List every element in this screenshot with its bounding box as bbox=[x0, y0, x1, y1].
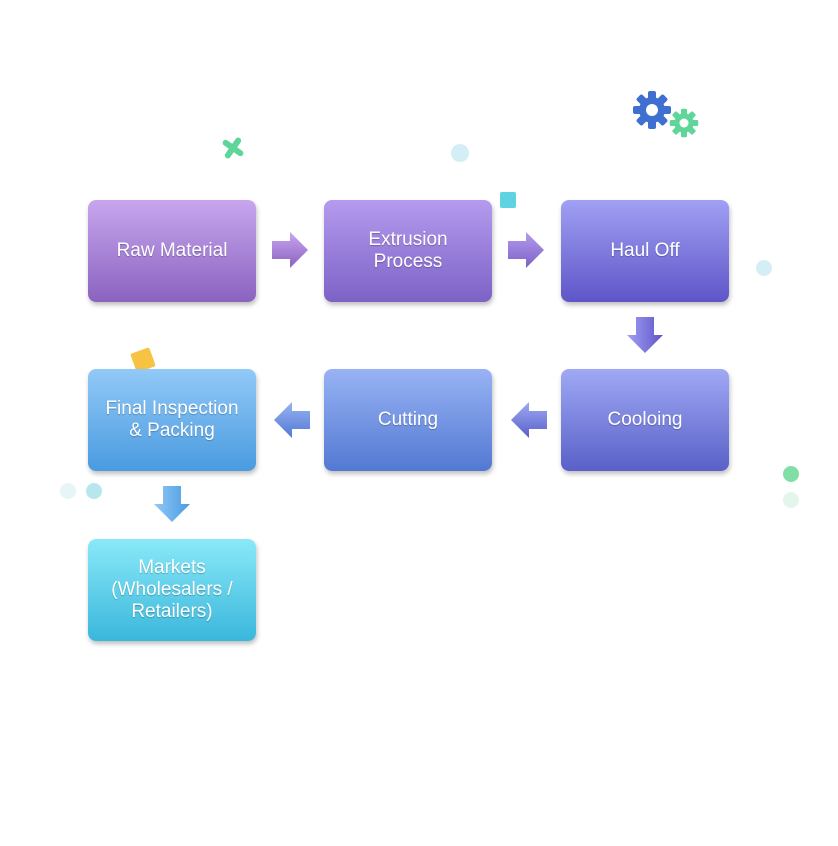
connector-extrusion-process-to-haul-off bbox=[508, 232, 544, 268]
connector-raw-material-to-extrusion-process bbox=[272, 232, 308, 268]
dot-icon bbox=[783, 492, 799, 508]
arrow-left-icon bbox=[274, 402, 310, 438]
dot-icon bbox=[86, 483, 102, 499]
step-final-inspection-packing: Final Inspection & Packing bbox=[88, 369, 256, 471]
step-cutting: Cutting bbox=[324, 369, 492, 471]
gear-icon bbox=[669, 108, 699, 138]
dot-icon bbox=[451, 144, 469, 162]
step-extrusion-process: Extrusion Process bbox=[324, 200, 492, 302]
dot-icon bbox=[756, 260, 772, 276]
arrow-right-icon bbox=[272, 232, 308, 268]
dot-icon bbox=[60, 483, 76, 499]
arrow-down-icon bbox=[627, 317, 663, 353]
step-markets: Markets (Wholesalers / Retailers) bbox=[88, 539, 256, 641]
arrow-left-icon bbox=[511, 402, 547, 438]
dot-icon bbox=[783, 466, 799, 482]
gear-icon bbox=[633, 91, 671, 129]
connector-final-inspection-packing-to-markets bbox=[154, 486, 190, 522]
arrow-right-icon bbox=[508, 232, 544, 268]
step-cooloing: Cooloing bbox=[561, 369, 729, 471]
connector-cutting-to-final-inspection-packing bbox=[274, 402, 310, 438]
connector-haul-off-to-cooloing bbox=[627, 317, 663, 353]
arrow-down-icon bbox=[154, 486, 190, 522]
connector-cooloing-to-cutting bbox=[511, 402, 547, 438]
step-haul-off: Haul Off bbox=[561, 200, 729, 302]
square-icon bbox=[500, 192, 516, 208]
cross-icon bbox=[222, 137, 244, 159]
step-raw-material: Raw Material bbox=[88, 200, 256, 302]
